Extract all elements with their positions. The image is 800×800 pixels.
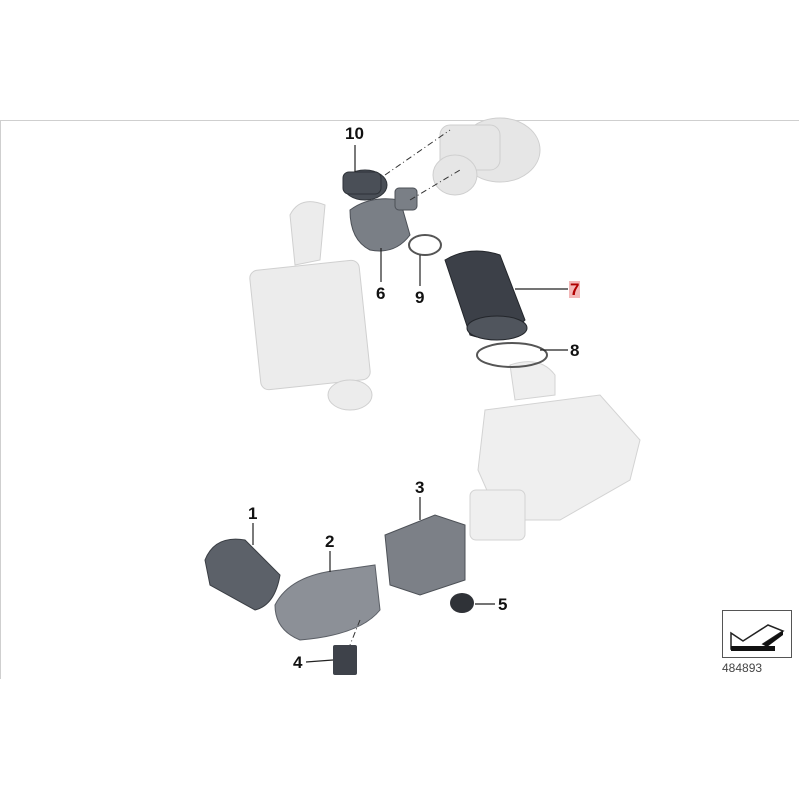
callout-2[interactable]: 2	[325, 532, 335, 551]
part-1-grille	[204, 538, 281, 611]
turbocharger-ghost	[432, 117, 541, 196]
part-3-duct	[384, 514, 466, 596]
intercooler-ghost	[249, 201, 373, 411]
callout-5[interactable]: 5	[498, 595, 508, 614]
leader-lines	[252, 145, 568, 663]
assembly-lines	[349, 129, 461, 646]
callout-1[interactable]: 1	[248, 504, 258, 523]
part-6-housing	[349, 187, 418, 252]
callout-10[interactable]: 10	[345, 124, 364, 143]
part-5-grommet	[450, 593, 474, 613]
callout-8[interactable]: 8	[570, 341, 580, 360]
airbox-ghost	[469, 361, 641, 541]
callout-6[interactable]: 6	[376, 284, 386, 303]
arrow-return-icon[interactable]	[722, 610, 792, 658]
callout-3[interactable]: 3	[415, 478, 425, 497]
part-7-hose	[444, 250, 528, 341]
callout-9[interactable]: 9	[415, 288, 425, 307]
part-2-duct	[274, 564, 381, 641]
part-4-pad	[333, 645, 357, 675]
diagram-frame	[0, 120, 799, 679]
callout-7[interactable]: 7	[569, 280, 581, 299]
callout-4[interactable]: 4	[293, 653, 303, 672]
image-number: 484893	[722, 661, 763, 675]
part-9-clamp	[408, 234, 442, 256]
part-10-coupling	[342, 169, 388, 201]
part-8-clamp	[476, 342, 548, 368]
